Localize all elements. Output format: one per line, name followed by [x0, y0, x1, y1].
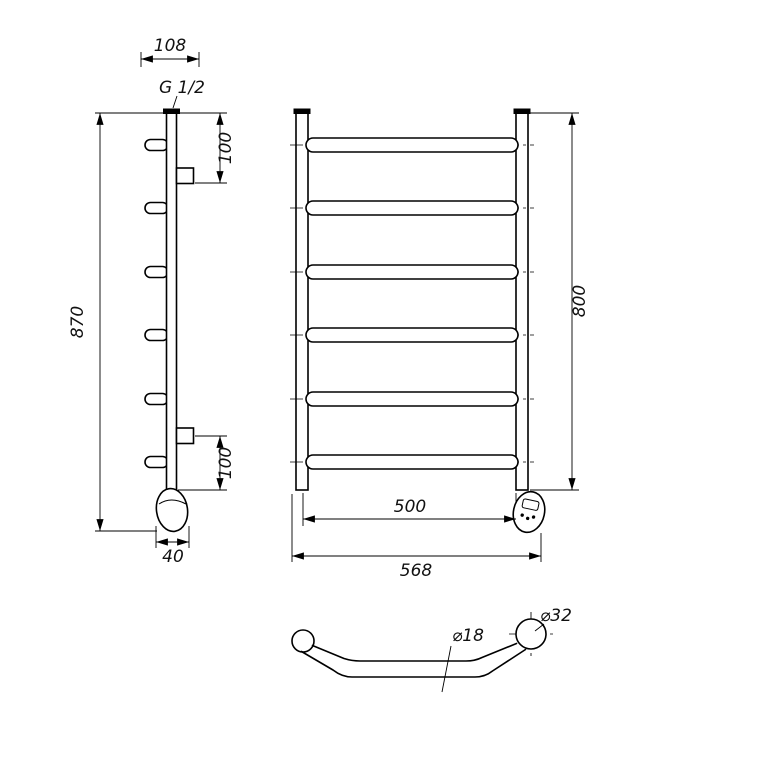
bar-lower-edge — [300, 648, 527, 678]
dim-40: 40 — [155, 526, 190, 567]
dim-800-label: 800 — [570, 285, 590, 317]
dim-post-diameter: ⌀32 — [534, 606, 572, 632]
control-unit — [512, 490, 546, 534]
dim-568: 568 — [291, 494, 542, 581]
vertical-post-left — [295, 112, 309, 491]
thread-label-text: G 1/2 — [159, 78, 205, 98]
dim-108-label: 108 — [154, 36, 187, 56]
dim-568-label: 568 — [400, 561, 433, 581]
thread-label: G 1/2 — [159, 78, 205, 109]
side-view-dimensions: 108 G 1/2 870 100 100 — [68, 36, 236, 567]
dim-post-diameter-label: ⌀32 — [540, 606, 572, 626]
wall-bracket — [144, 455, 169, 469]
bar-end-left — [291, 629, 315, 653]
front-view — [290, 108, 546, 534]
heating-element-seam — [158, 499, 187, 505]
top-view: ⌀18 ⌀32 — [291, 606, 572, 693]
control-unit-button — [520, 513, 524, 517]
control-unit-body — [512, 490, 546, 534]
post-cap — [163, 108, 180, 114]
towel-bar-rung — [305, 454, 519, 470]
wall-bracket — [144, 201, 169, 215]
fitting-bottom — [175, 427, 195, 445]
control-unit-button — [531, 515, 536, 519]
wall-bracket — [144, 392, 169, 406]
towel-bar-rung — [305, 391, 519, 407]
bar-upper-edge — [311, 642, 518, 662]
fitting-top — [175, 167, 195, 185]
dim-100-top: 100 — [179, 112, 236, 184]
post-cap-right — [513, 108, 531, 114]
side-view — [144, 108, 195, 533]
wall-bracket — [144, 265, 169, 279]
control-unit-display — [521, 498, 540, 511]
vertical-post-side — [165, 112, 178, 491]
dim-100-bottom: 100 — [178, 435, 236, 491]
dim-500-label: 500 — [394, 497, 426, 517]
dim-800: 800 — [530, 112, 590, 491]
dim-100-top-label: 100 — [216, 132, 236, 164]
dim-870: 870 — [68, 112, 164, 532]
control-unit-button — [525, 516, 530, 521]
dim-40-label: 40 — [162, 547, 184, 567]
towel-bar-rung — [305, 264, 519, 280]
dim-870-label: 870 — [68, 306, 88, 338]
wall-bracket — [144, 138, 169, 152]
dim-100-bottom-label: 100 — [216, 447, 236, 479]
wall-bracket — [144, 328, 169, 342]
front-view-dimensions: 800 500 568 — [291, 112, 590, 581]
vertical-post-right — [515, 112, 529, 491]
dim-500: 500 — [303, 497, 516, 523]
dim-bar-diameter-label: ⌀18 — [452, 626, 484, 646]
towel-bar-rung — [305, 137, 519, 153]
dim-108: 108 — [140, 36, 200, 67]
heating-element-side — [155, 487, 189, 533]
post-cap-left — [293, 108, 311, 114]
post-section — [515, 618, 547, 650]
towel-bar-rung — [305, 200, 519, 216]
towel-bar-rung — [305, 327, 519, 343]
dim-bar-diameter: ⌀18 — [441, 626, 484, 693]
